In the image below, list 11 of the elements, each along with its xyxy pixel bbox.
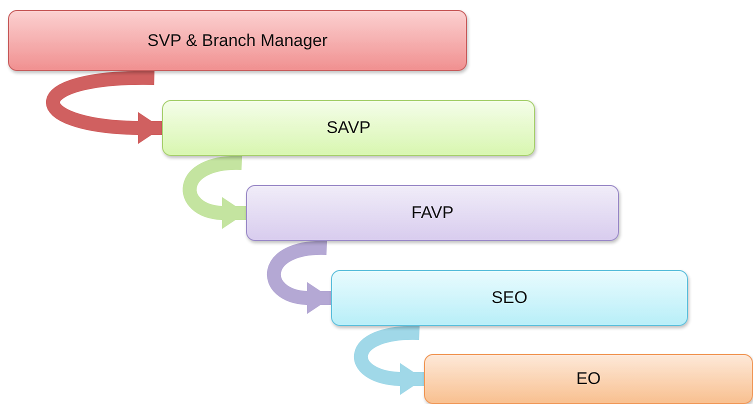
rank-box xyxy=(162,100,535,156)
rank-title: SEO xyxy=(492,288,528,308)
curved-arrow xyxy=(354,326,424,395)
rank-title: EO xyxy=(576,369,601,389)
rank-title: SVP & Branch Manager xyxy=(147,30,328,50)
rank-title: SAVP xyxy=(326,118,371,138)
rank-box xyxy=(8,10,467,71)
rank-box xyxy=(246,185,619,241)
rank-title: FAVP xyxy=(411,203,454,223)
rank-box xyxy=(424,354,753,404)
rank-box xyxy=(331,270,688,326)
